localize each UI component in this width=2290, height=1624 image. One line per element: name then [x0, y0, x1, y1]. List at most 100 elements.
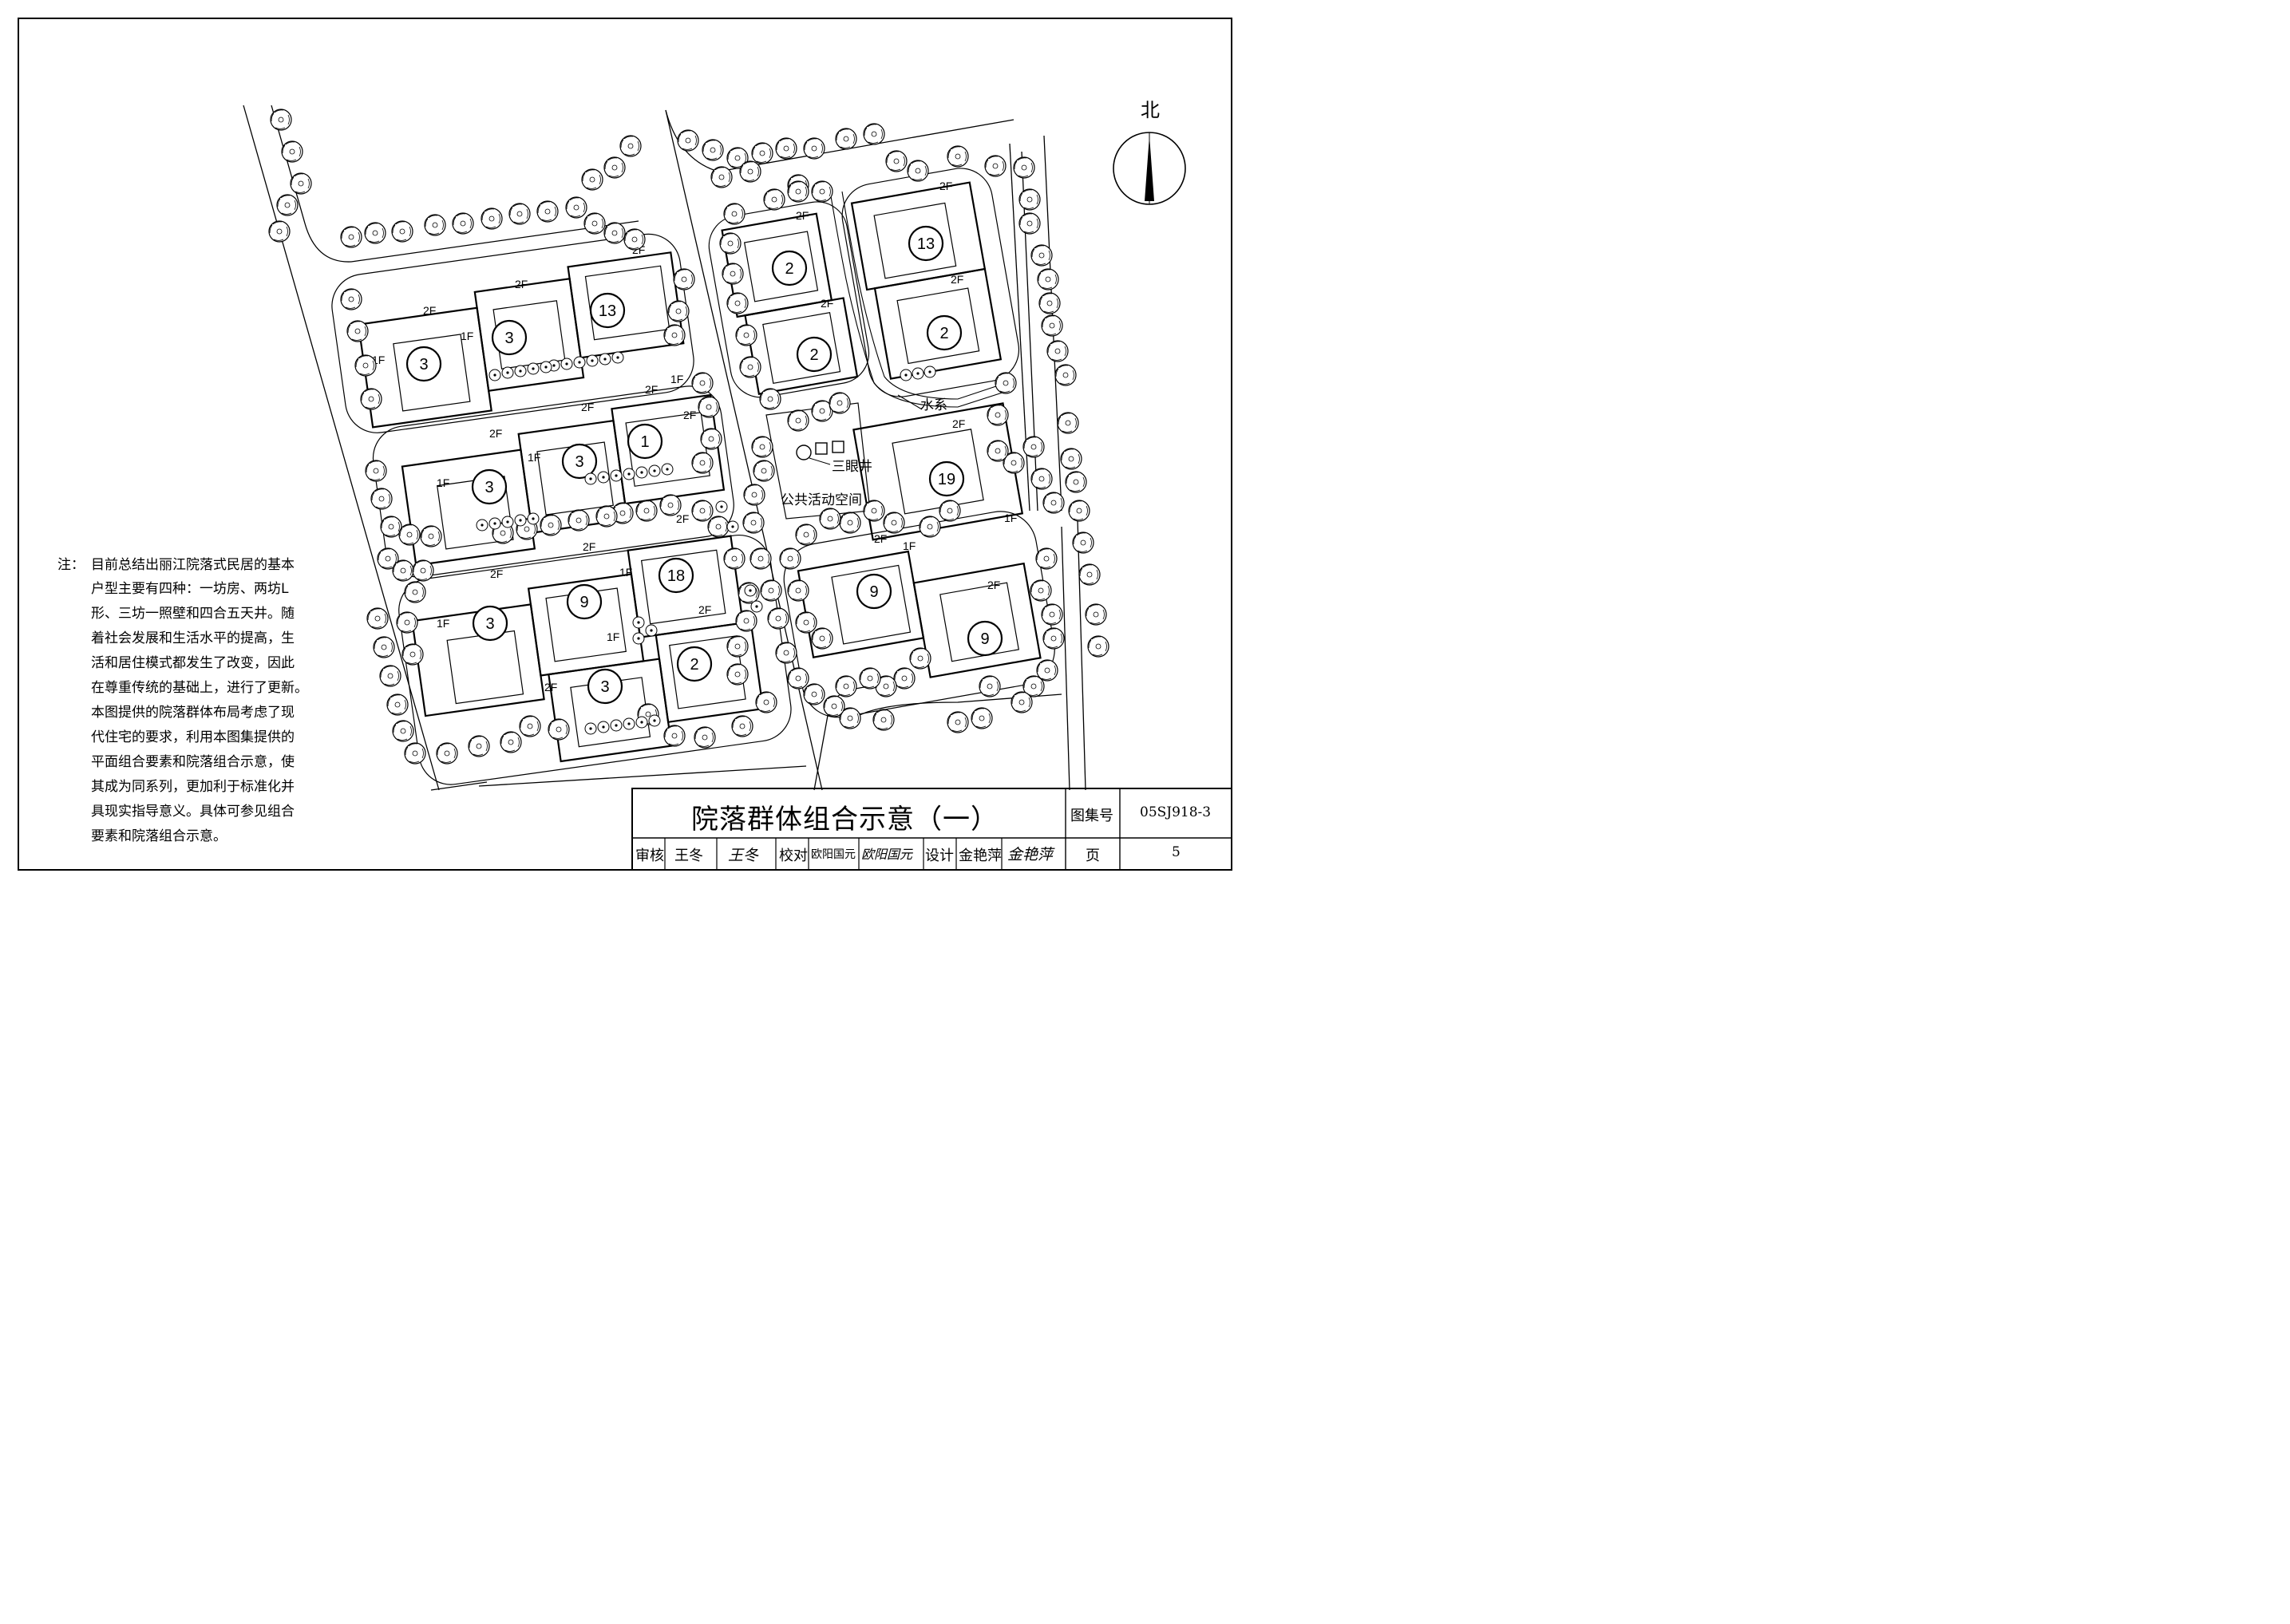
tree-symbol: [568, 509, 590, 531]
unit-number: 3: [504, 330, 513, 347]
floor-label: 2F: [698, 603, 711, 616]
tree-symbol: [1072, 531, 1094, 554]
tree-symbol: [508, 203, 531, 225]
tree-symbol: [346, 320, 369, 342]
tree-symbol: [947, 145, 969, 168]
tree-symbol: [722, 263, 744, 285]
tree-symbol: [424, 214, 446, 236]
courtyard-marker: 2: [771, 250, 808, 286]
tree-symbol: [939, 500, 961, 522]
shrub-symbol: [632, 616, 645, 629]
three-eye-well: 三眼井 公共活动空间 水系: [781, 397, 947, 508]
shrub-symbol: [635, 466, 648, 479]
tree-symbol: [340, 226, 362, 248]
atlas-code: 05SJ918-3: [1140, 804, 1212, 820]
note-line: 在尊重传统的基础上，进行了更新。: [91, 680, 308, 696]
shrub-symbol: [527, 362, 540, 375]
unit-number: 3: [600, 678, 609, 696]
road-lines: [243, 105, 1086, 791]
tree-symbol: [700, 428, 722, 450]
designer-signature: 金艳萍: [1007, 846, 1054, 863]
tree-symbol: [795, 524, 817, 546]
checker-signature: 欧阳国元: [861, 847, 913, 862]
shrub-symbol: [648, 464, 661, 477]
courtyard-marker: 2: [926, 314, 963, 351]
shrub-symbol: [488, 369, 501, 381]
tree-symbol: [726, 635, 749, 658]
unit-number: 3: [485, 615, 494, 633]
tree-symbol: [1030, 468, 1053, 490]
tree-symbol: [379, 665, 401, 687]
tree-symbol: [1041, 314, 1063, 337]
tree-symbol: [404, 742, 426, 765]
shrub-symbol: [514, 514, 527, 527]
tree-symbol: [365, 460, 387, 482]
floor-label: 2F: [951, 273, 963, 286]
tree-symbol: [386, 693, 409, 716]
shrub-symbol: [599, 353, 611, 365]
shrub-symbol: [540, 361, 552, 373]
tree-symbol: [536, 200, 559, 223]
tree-symbol: [391, 220, 413, 243]
tree-symbol: [392, 720, 414, 742]
checker-name: 欧阳国元: [811, 848, 856, 861]
note-line: 户型主要有四种：一坊房、两坊L: [91, 581, 289, 597]
shrub-symbol: [560, 358, 573, 370]
tree-symbol: [583, 212, 606, 235]
tree-symbol: [366, 607, 389, 630]
tree-symbol: [787, 667, 809, 690]
shrub-symbol: [611, 351, 624, 364]
tree-symbol: [1065, 471, 1087, 493]
title-block: [631, 788, 1232, 871]
tree-symbol: [392, 559, 414, 582]
tree-symbol: [829, 392, 851, 414]
courtyard-marker: 1: [627, 423, 663, 460]
tree-symbol: [1022, 436, 1045, 458]
tree-symbol: [698, 396, 720, 418]
tree-symbol: [691, 372, 714, 394]
floor-label: 2F: [874, 532, 887, 545]
tree-symbol: [595, 505, 618, 528]
courtyard-marker: 19: [928, 460, 965, 497]
tree-symbol: [885, 150, 908, 172]
note-line: 活和居住模式都发生了改变，因此: [91, 655, 295, 671]
shrub-symbol: [750, 600, 763, 613]
shrub-symbol: [924, 365, 936, 378]
tree-symbol: [619, 135, 642, 157]
north-label: 北: [1141, 99, 1160, 121]
courtyard-marker: 3: [405, 346, 442, 382]
tree-symbol: [739, 356, 761, 378]
tree-symbol: [787, 579, 809, 602]
tree-symbol: [436, 742, 458, 765]
tree-symbol: [726, 292, 749, 314]
shrub-symbol: [715, 500, 728, 513]
tree-symbol: [373, 636, 395, 658]
shrub-symbol: [610, 469, 623, 482]
shrub-symbol: [597, 721, 610, 733]
water-label: 水系: [920, 397, 947, 413]
tree-symbol: [1013, 156, 1035, 179]
floor-label: 2F: [423, 304, 436, 317]
courtyard-marker: 13: [589, 292, 626, 329]
floor-label: 1F: [437, 617, 449, 630]
tree-symbol: [281, 140, 303, 163]
tree-symbol: [667, 300, 690, 322]
tree-symbol: [691, 500, 714, 522]
tree-symbol: [1041, 603, 1063, 626]
tree-symbol: [710, 166, 733, 188]
tree-symbol: [396, 611, 418, 634]
shrub-symbol: [726, 520, 739, 533]
tree-symbol: [751, 142, 773, 164]
unit-number: 18: [667, 567, 685, 585]
note-line: 具现实指导意义。具体可参见组合: [91, 804, 295, 820]
tree-symbol: [1018, 188, 1041, 211]
shrub-symbol: [514, 365, 527, 377]
floor-label: 2F: [645, 383, 658, 396]
courtyard-marker: 3: [491, 319, 528, 356]
floor-label: 1F: [903, 539, 916, 552]
floor-label: 2F: [821, 297, 833, 310]
unit-number: 1: [640, 433, 649, 451]
tree-symbol: [276, 194, 299, 216]
tree-symbol: [404, 581, 426, 603]
tree-symbol: [893, 667, 916, 690]
